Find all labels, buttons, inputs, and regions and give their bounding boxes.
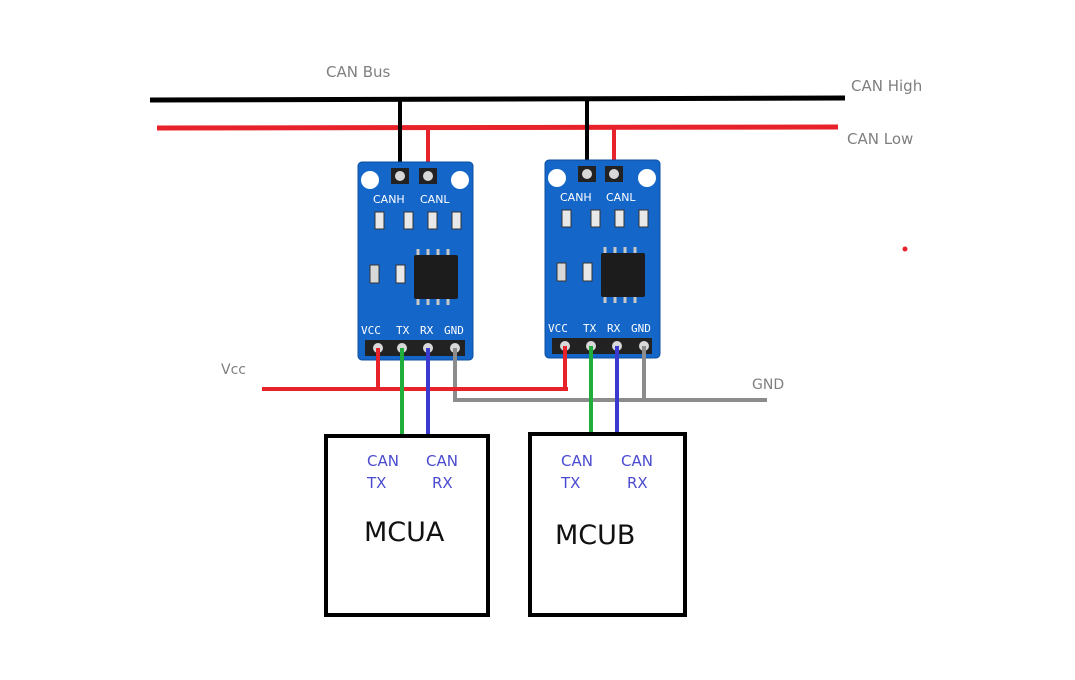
module-a-chip	[414, 249, 458, 305]
can-high-label: CAN High	[851, 77, 922, 95]
module-a-label-gnd: GND	[444, 324, 464, 337]
mcua-pin-tx-line2: TX	[366, 474, 386, 492]
module-b-label-canh: CANH	[560, 191, 592, 204]
vcc-label: Vcc	[221, 362, 246, 378]
module-a-label-tx: TX	[396, 324, 410, 337]
mcub-pin-tx-line2: TX	[560, 474, 580, 492]
can-high-wire	[149, 95, 846, 103]
can-module-b: CANH CANL VCC TX RX GND	[544, 159, 661, 359]
mcu-b-box: CAN TX CAN RX MCUB	[528, 432, 687, 617]
mcua-pin-tx-line1: CAN	[367, 452, 399, 470]
gnd-label: GND	[752, 377, 784, 393]
module-b-label-gnd: GND	[631, 322, 651, 335]
can-module-a: CANH CANL VCC TX RX GND	[357, 161, 474, 361]
module-a-label-rx: RX	[420, 324, 434, 337]
module-b-label-rx: RX	[607, 322, 621, 335]
gnd-wire	[453, 348, 767, 402]
mcub-pin-rx-line1: CAN	[621, 452, 653, 470]
mcua-pin-rx-line2: RX	[432, 474, 453, 492]
mcua-name: MCUA	[364, 517, 445, 548]
module-b-label-canl: CANL	[606, 191, 636, 204]
module-b-chip	[601, 247, 645, 303]
module-a-label-canh: CANH	[373, 193, 405, 206]
mcub-pin-rx-line2: RX	[627, 474, 648, 492]
mcub-name: MCUB	[555, 520, 635, 551]
stray-dot	[902, 246, 908, 252]
can-low-wire	[156, 124, 839, 131]
module-a-label-canl: CANL	[420, 193, 450, 206]
can-bus-label: CAN Bus	[326, 63, 391, 81]
module-b-label-vcc: VCC	[548, 322, 568, 335]
module-b-label-tx: TX	[583, 322, 597, 335]
module-a-label-vcc: VCC	[361, 324, 381, 337]
can-low-label: CAN Low	[847, 130, 913, 148]
mcub-pin-tx-line1: CAN	[561, 452, 593, 470]
mcua-pin-rx-line1: CAN	[426, 452, 458, 470]
mcu-a-box: CAN TX CAN RX MCUA	[324, 434, 490, 617]
